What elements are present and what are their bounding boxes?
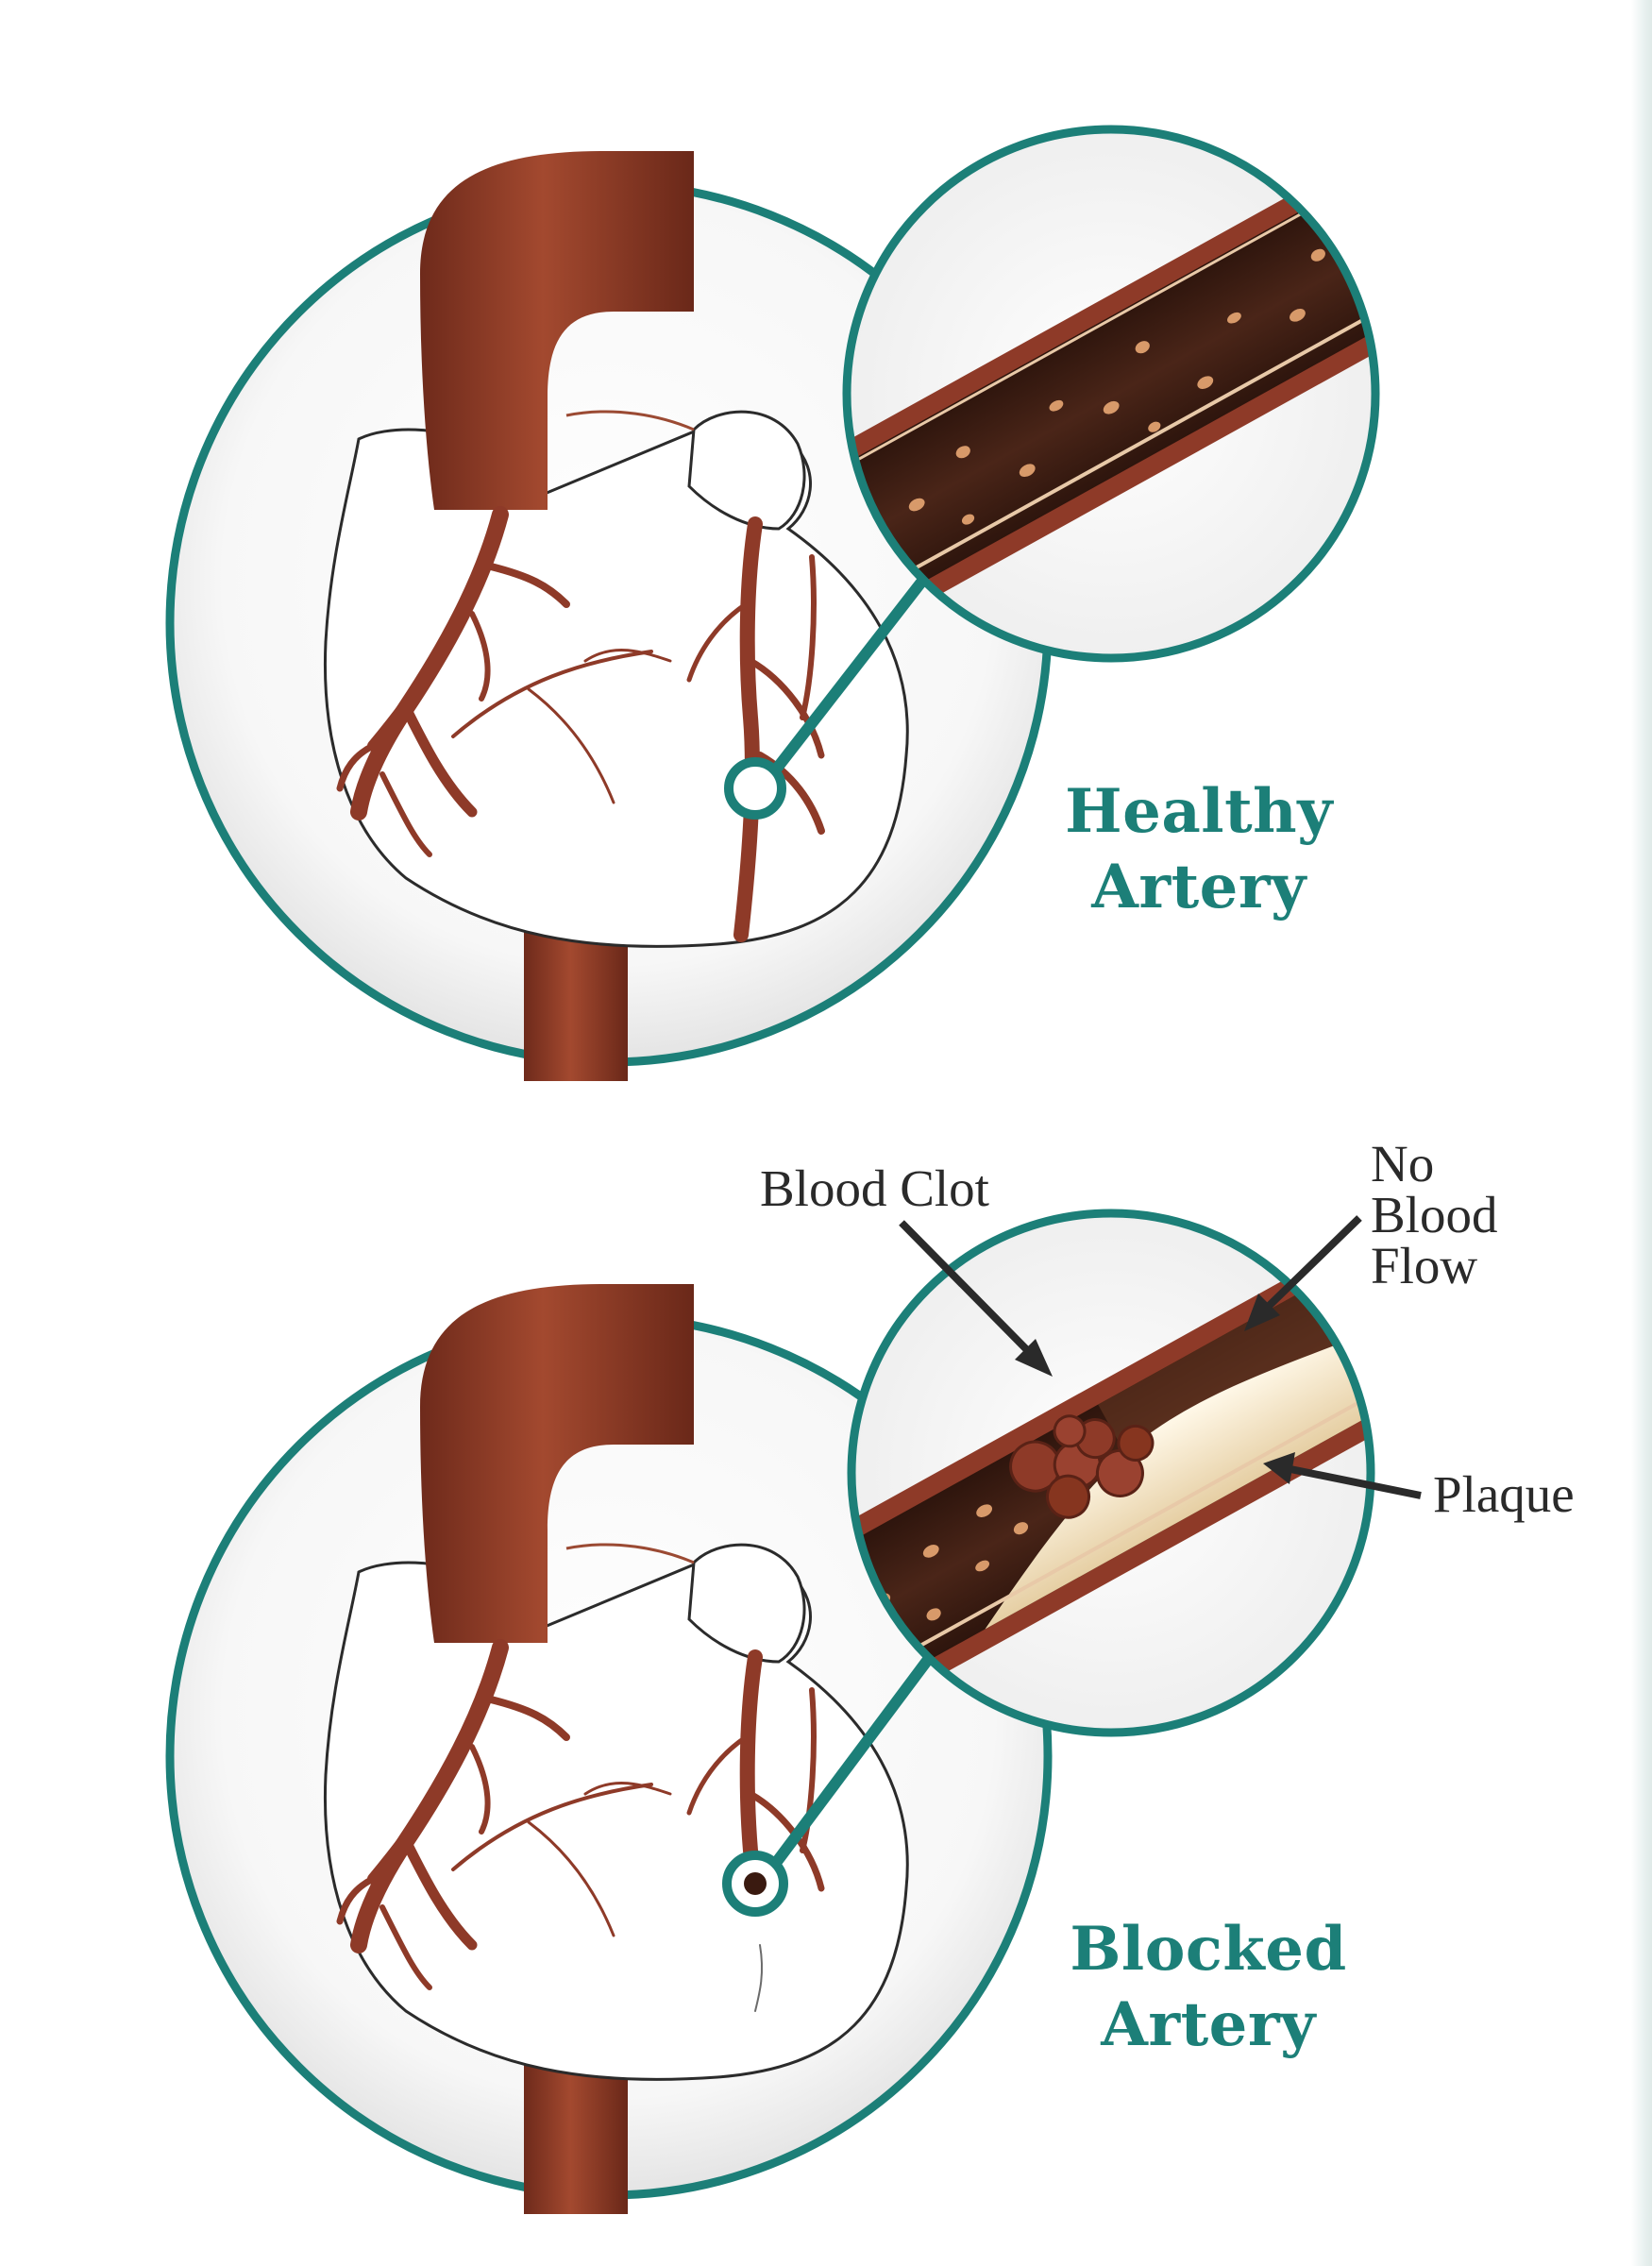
blocked-aorta [420,1284,694,1643]
healthy-heart [323,151,935,1081]
blocked-caption-line2: Artery [1101,1989,1316,2060]
blocked-caption-line1: Blocked [1070,1914,1347,1985]
blood-clot-label: Blood Clot [760,1159,989,1217]
healthy-zoom-view [842,125,1380,663]
callout-arrows [899,1215,1422,1499]
plaque-arrow [1285,1464,1422,1499]
plaque-label: Plaque [1433,1465,1575,1523]
healthy-zoom-target [724,757,786,820]
no-flow-line3: Flow [1371,1237,1478,1294]
blood-clot-arrow [899,1220,1039,1362]
no-flow-line2: Blood [1371,1186,1498,1243]
page-edge-shadow [1631,0,1652,2266]
blood-clot [1009,1414,1155,1519]
blocked-zoom-connector [771,1653,935,1867]
blocked-heart [323,1284,935,2214]
healthy-blood-cells [908,248,1325,525]
blocked-zoom-view [847,1209,1375,1737]
healthy-caption-line1: Healthy [1065,776,1333,847]
healthy-artery-caption: Healthy Artery [1057,774,1340,925]
healthy-aorta [420,151,694,510]
blocked-zoom-circle [847,1209,1375,1737]
no-flow-line1: No [1371,1135,1435,1192]
healthy-zoom-connector [771,567,935,773]
healthy-zoom-circle [842,125,1380,663]
no-blood-flow-label: No Blood Flow [1371,1135,1498,1294]
healthy-caption-line2: Artery [1091,852,1306,922]
blocked-panel [165,1209,1422,2214]
blocked-artery-caption: Blocked Artery [1067,1912,1350,2063]
healthy-descending-vessel [524,921,628,1081]
healthy-panel [165,125,1380,1081]
no-flow-arrow [1257,1215,1362,1317]
